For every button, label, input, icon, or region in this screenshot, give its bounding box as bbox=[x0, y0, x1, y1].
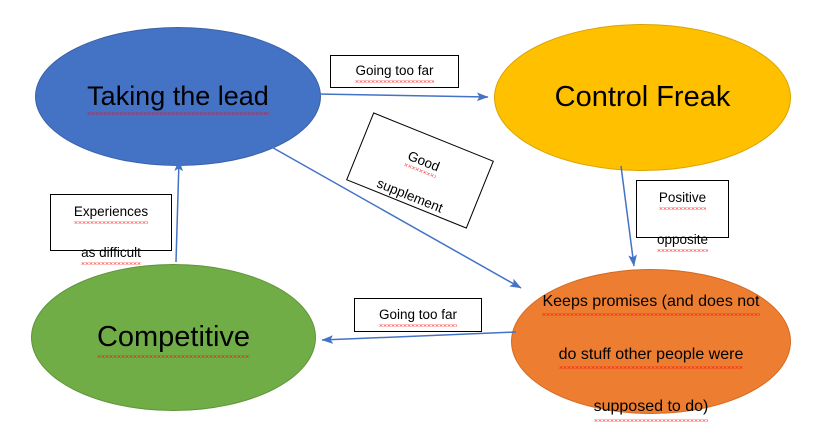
edge-label-going-too-far-bottom[interactable]: Going too far bbox=[354, 298, 482, 332]
edge-competitive-to-taking-the-lead bbox=[174, 159, 184, 263]
node-competitive[interactable]: Competitive bbox=[31, 264, 316, 411]
edge-label-experiences-as-difficult-line-2: as difficult bbox=[81, 243, 141, 266]
edge-taking-the-lead-to-keeps-promises bbox=[267, 144, 522, 289]
edge-keeps-promises-to-competitive bbox=[321, 331, 517, 344]
edge-label-positive-opposite-line-1: Positive bbox=[658, 188, 707, 210]
edge-label-going-too-far-top-text: Going too far bbox=[355, 61, 434, 83]
edge-label-going-too-far-top[interactable]: Going too far bbox=[330, 55, 459, 88]
node-keeps-promises[interactable]: Keeps promises (and does not do stuff ot… bbox=[511, 269, 791, 423]
node-keeps-promises-label: Keeps promises (and does not do stuff ot… bbox=[536, 262, 765, 423]
edge-label-experiences-as-difficult-text: Experiences as difficult bbox=[73, 181, 149, 266]
node-taking-the-lead-text: Taking the lead bbox=[87, 81, 269, 116]
node-control-freak-label: Control Freak bbox=[554, 80, 731, 113]
edge-label-going-too-far-bottom-text: Going too far bbox=[378, 305, 458, 327]
edge-taking-the-lead-to-control-freak bbox=[316, 92, 489, 102]
edge-control-freak-to-keeps-promises bbox=[620, 165, 637, 267]
node-control-freak[interactable]: Control Freak bbox=[494, 24, 791, 171]
node-taking-the-lead[interactable]: Taking the lead bbox=[35, 27, 321, 166]
edge-label-experiences-as-difficult-line-1: Experiences bbox=[73, 202, 149, 224]
edge-label-experiences-as-difficult[interactable]: Experiences as difficult bbox=[50, 194, 172, 266]
node-keeps-promises-line-2: do stuff other people were bbox=[558, 342, 743, 370]
edge-label-positive-opposite-line-2: opposite bbox=[656, 230, 709, 252]
edge-label-positive-opposite[interactable]: Positive opposite bbox=[636, 180, 729, 252]
node-taking-the-lead-label: Taking the lead bbox=[81, 80, 275, 116]
edge-label-positive-opposite-text: Positive opposite bbox=[656, 167, 709, 252]
